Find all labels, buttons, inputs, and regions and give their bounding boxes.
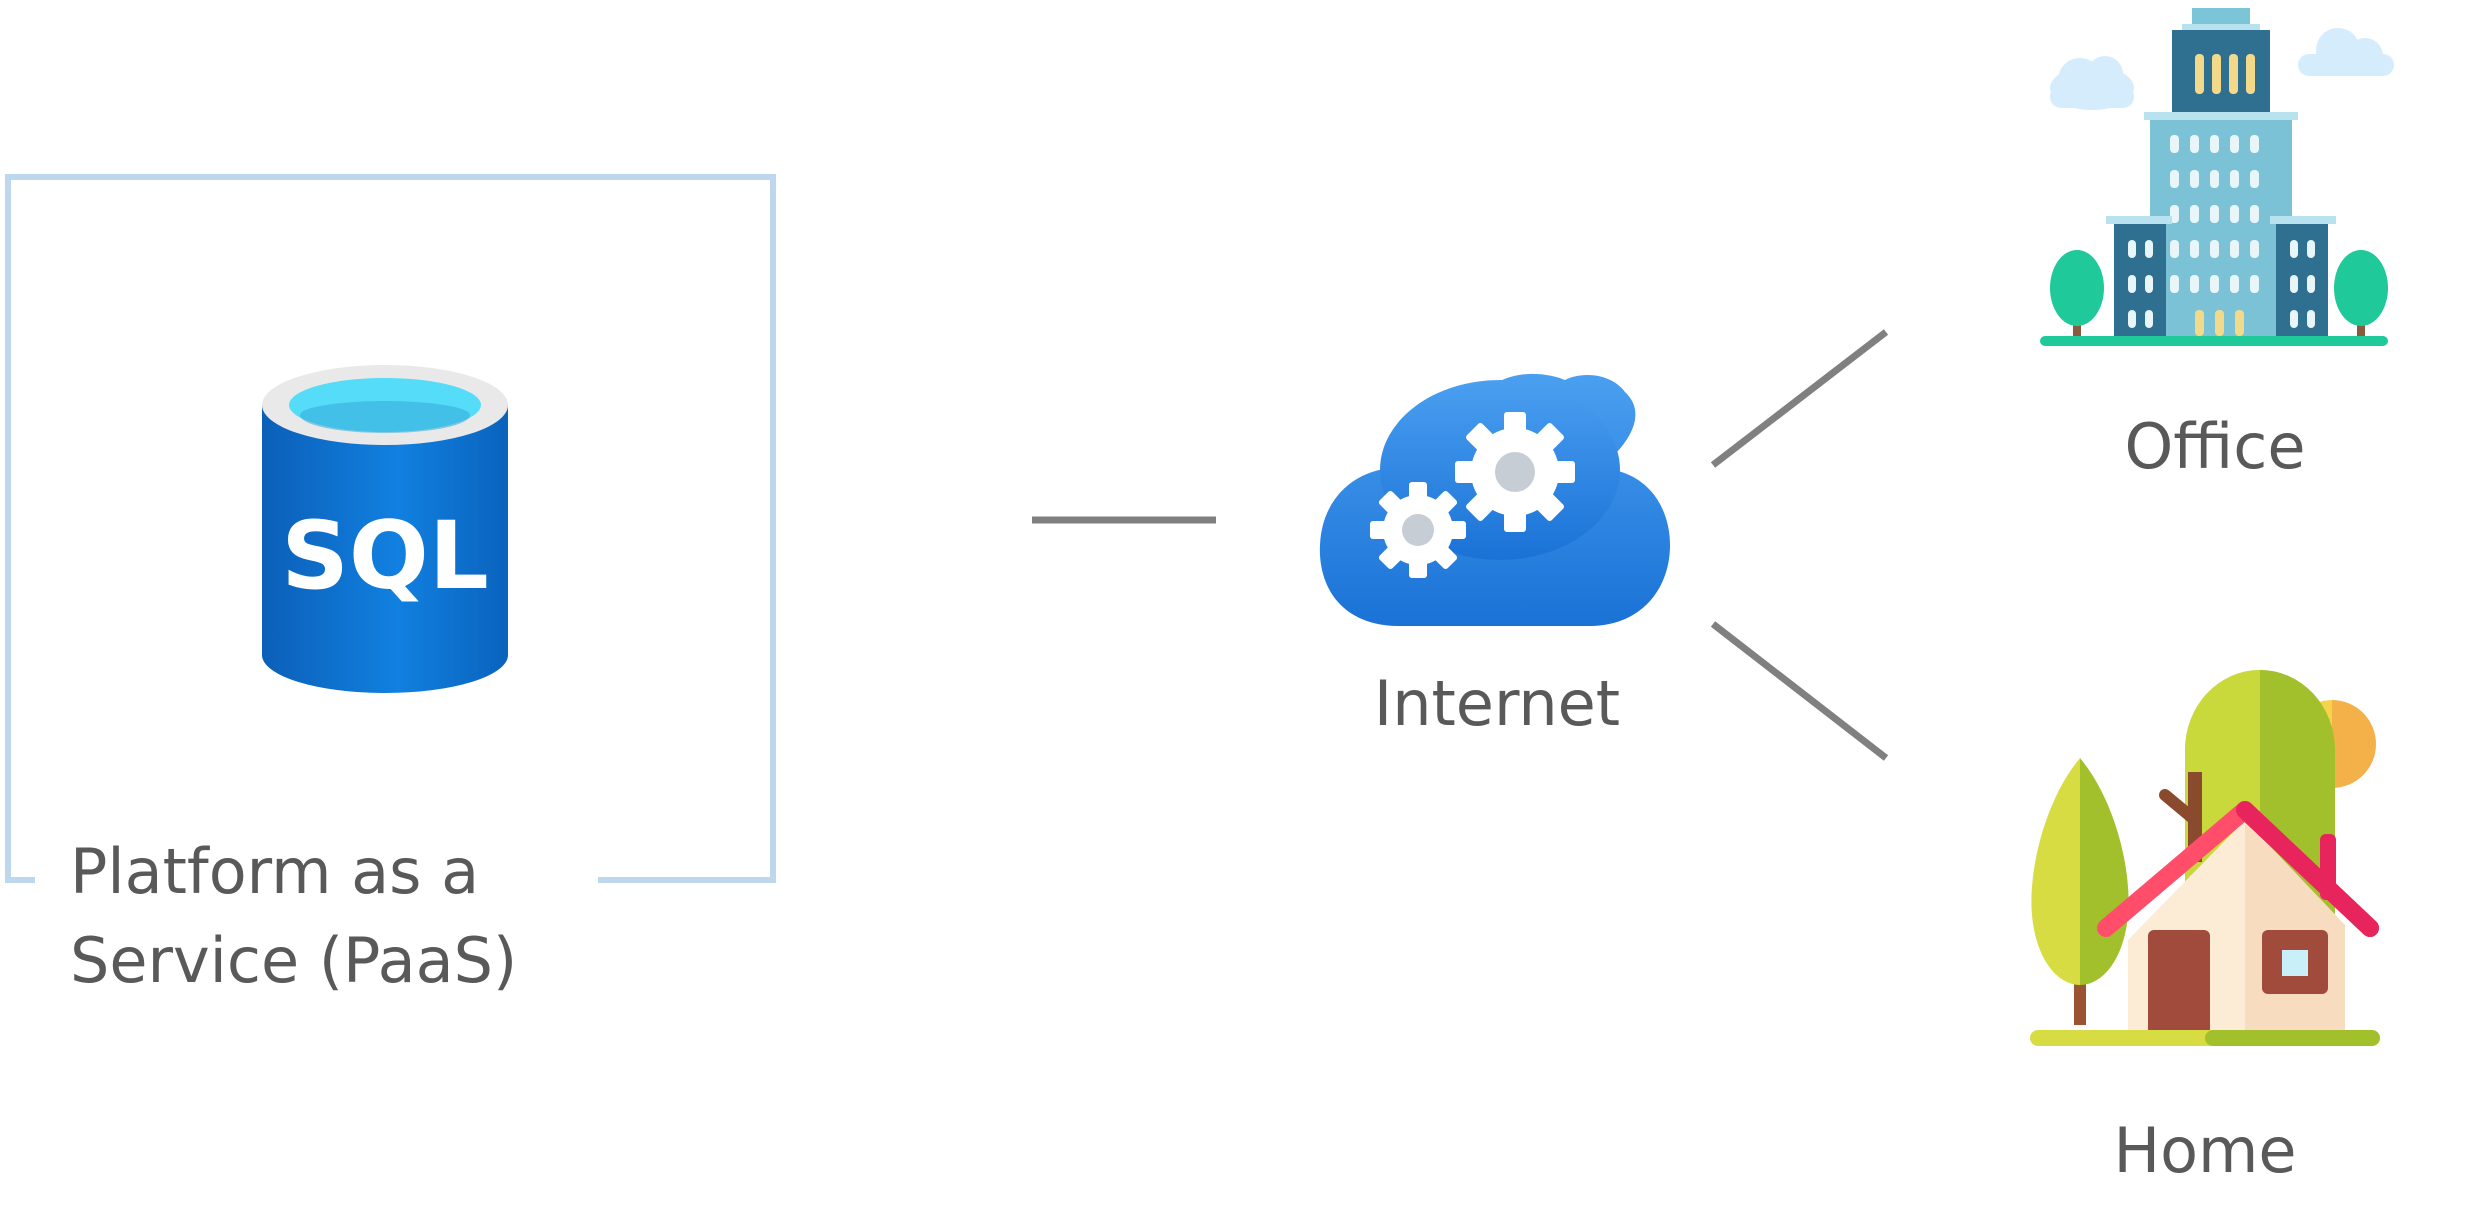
cloud-icon (2050, 56, 2134, 110)
office-label: Office (2125, 410, 2306, 483)
office-building-icon (2040, 8, 2394, 346)
tree-icon (2334, 250, 2388, 338)
connector-internet-office (1710, 329, 1889, 468)
sql-database-icon: SQL (262, 365, 508, 693)
tree-icon (2050, 250, 2104, 338)
paas-label-line2: Service (PaaS) (70, 924, 517, 997)
paas-label-line1: Platform as a (70, 835, 479, 908)
home-label: Home (2113, 1114, 2296, 1187)
connector-internet-home (1710, 621, 1889, 761)
internet-cloud-icon (1319, 373, 1670, 626)
home-icon (2030, 670, 2380, 1046)
sql-icon-text: SQL (281, 502, 489, 611)
cloud-icon (2298, 28, 2394, 76)
tree-icon (2031, 758, 2129, 1025)
gear-icon (1455, 412, 1575, 532)
gear-icon (1370, 482, 1466, 578)
paas-boundary-frame (5, 174, 776, 883)
connectors (1032, 329, 1889, 761)
internet-label: Internet (1374, 667, 1620, 740)
office-windows (2170, 135, 2259, 293)
